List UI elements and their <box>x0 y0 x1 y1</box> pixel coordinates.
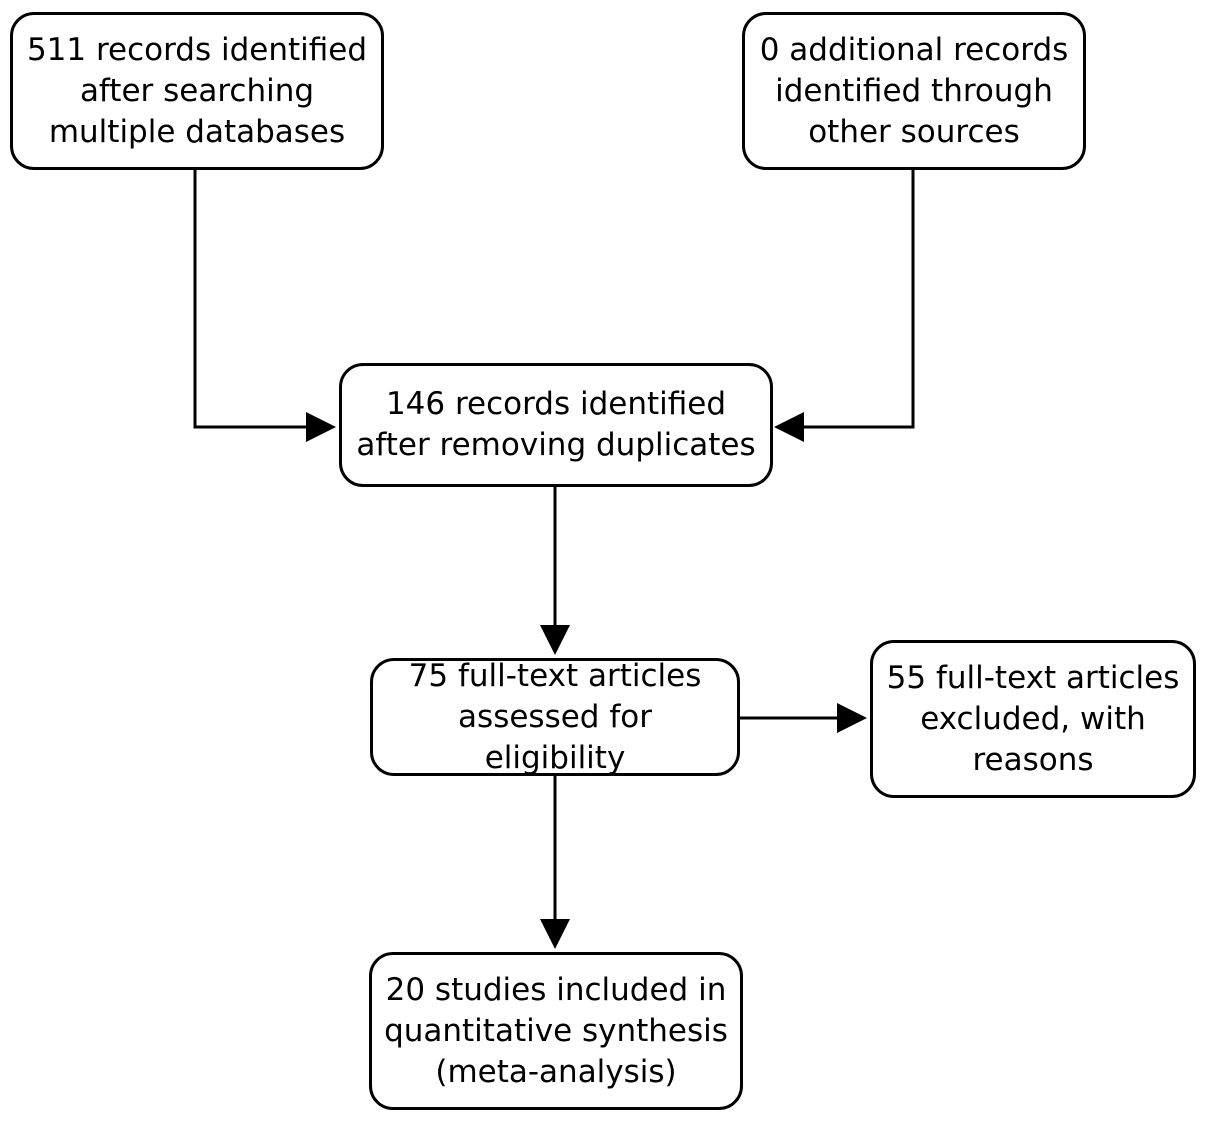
studies-included-box: 20 studies included in quantitative synt… <box>369 952 743 1110</box>
deduplicated-records-box: 146 records identified after removing du… <box>339 363 773 487</box>
database-records-line: multiple databases <box>48 113 346 150</box>
arrow-databases-to-deduplicated <box>193 170 336 442</box>
studies-included-line: quantitative synthesis <box>384 1012 728 1049</box>
database-records-line: 511 records identified <box>26 31 368 68</box>
studies-included-text: 20 studies included in quantitative synt… <box>384 970 728 1093</box>
other-sources-line: 0 additional records <box>759 31 1069 68</box>
full-text-excluded-line: 55 full-text articles <box>886 659 1180 696</box>
database-records-line: after searching <box>79 72 315 109</box>
full-text-excluded-line: reasons <box>972 741 1094 778</box>
full-text-assessed-line: 75 full-text articles <box>408 657 702 694</box>
deduplicated-records-text: 146 records identified after removing du… <box>356 384 755 466</box>
full-text-excluded-text: 55 full-text articles excluded, with rea… <box>887 658 1180 781</box>
studies-included-line: (meta-analysis) <box>435 1053 677 1090</box>
full-text-excluded-line: excluded, with <box>920 700 1146 737</box>
deduplicated-records-line: after removing duplicates <box>356 427 756 463</box>
studies-included-line: 20 studies included in <box>385 971 727 1008</box>
full-text-assessed-text: 75 full-text articles assessed for eligi… <box>383 656 727 779</box>
full-text-excluded-box: 55 full-text articles excluded, with rea… <box>870 640 1196 798</box>
other-sources-text: 0 additional records identified through … <box>760 30 1069 153</box>
full-text-assessed-line: assessed for eligibility <box>458 698 652 776</box>
arrow-other-sources-to-deduplicated <box>774 170 915 442</box>
other-sources-box: 0 additional records identified through … <box>742 12 1086 170</box>
database-records-box: 511 records identified after searching m… <box>10 12 384 170</box>
full-text-assessed-box: 75 full-text articles assessed for eligi… <box>370 658 740 776</box>
database-records-text: 511 records identified after searching m… <box>27 30 367 153</box>
deduplicated-records-line: 146 records identified <box>385 386 727 422</box>
other-sources-line: identified through <box>775 72 1053 109</box>
other-sources-line: other sources <box>808 113 1020 150</box>
